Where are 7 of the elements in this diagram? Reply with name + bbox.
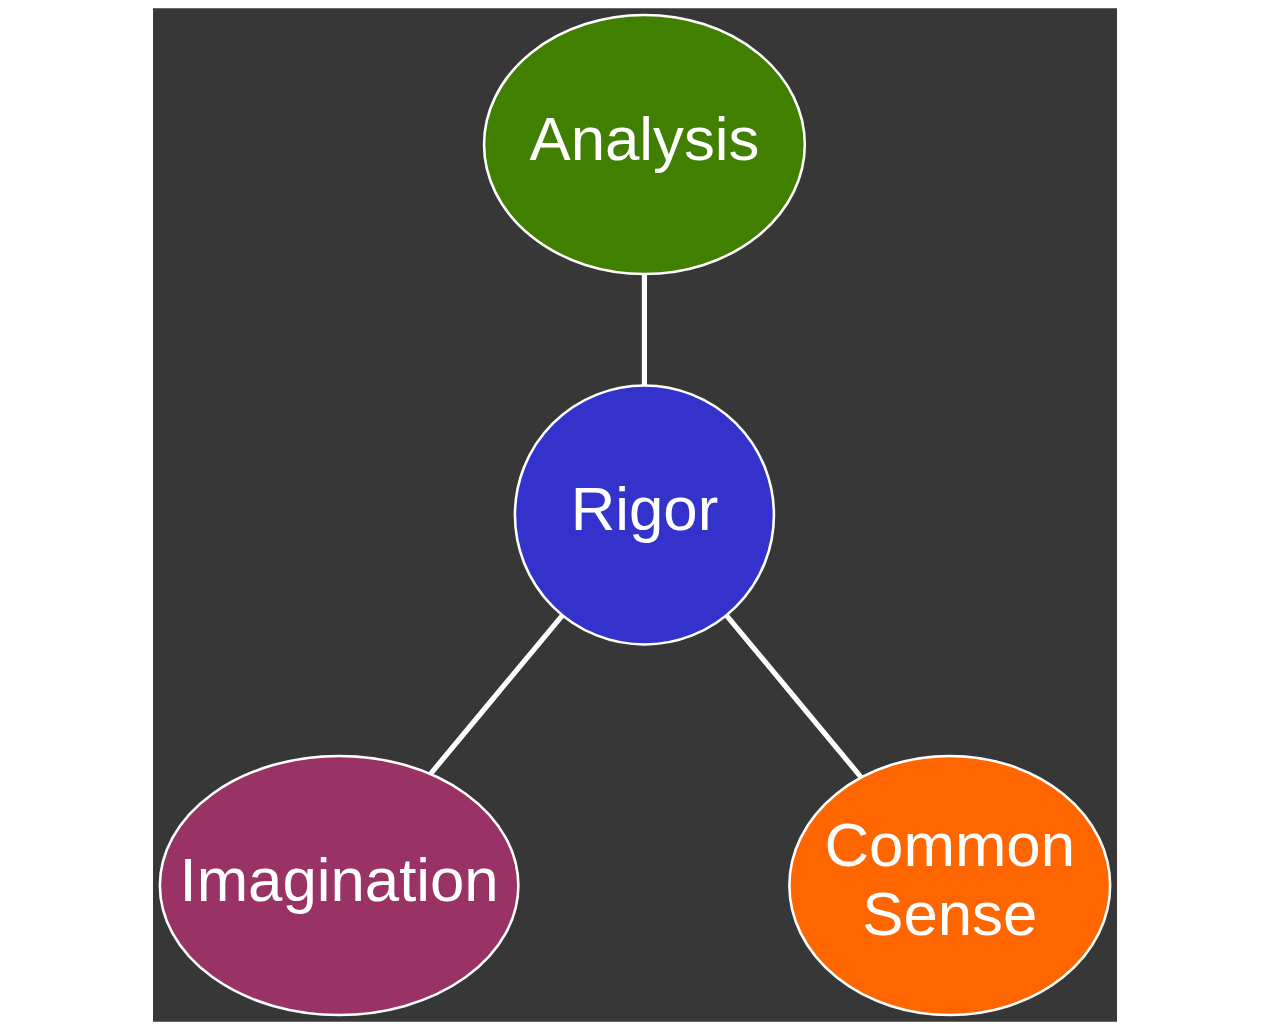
node-circle: Rigor (513, 384, 776, 646)
connector (724, 613, 863, 779)
connector (641, 274, 647, 386)
node-ellipse: Imagination (158, 754, 520, 1017)
connector (428, 613, 565, 776)
node-ellipse: Common Sense (788, 754, 1112, 1017)
node-ellipse: Analysis (482, 13, 807, 276)
